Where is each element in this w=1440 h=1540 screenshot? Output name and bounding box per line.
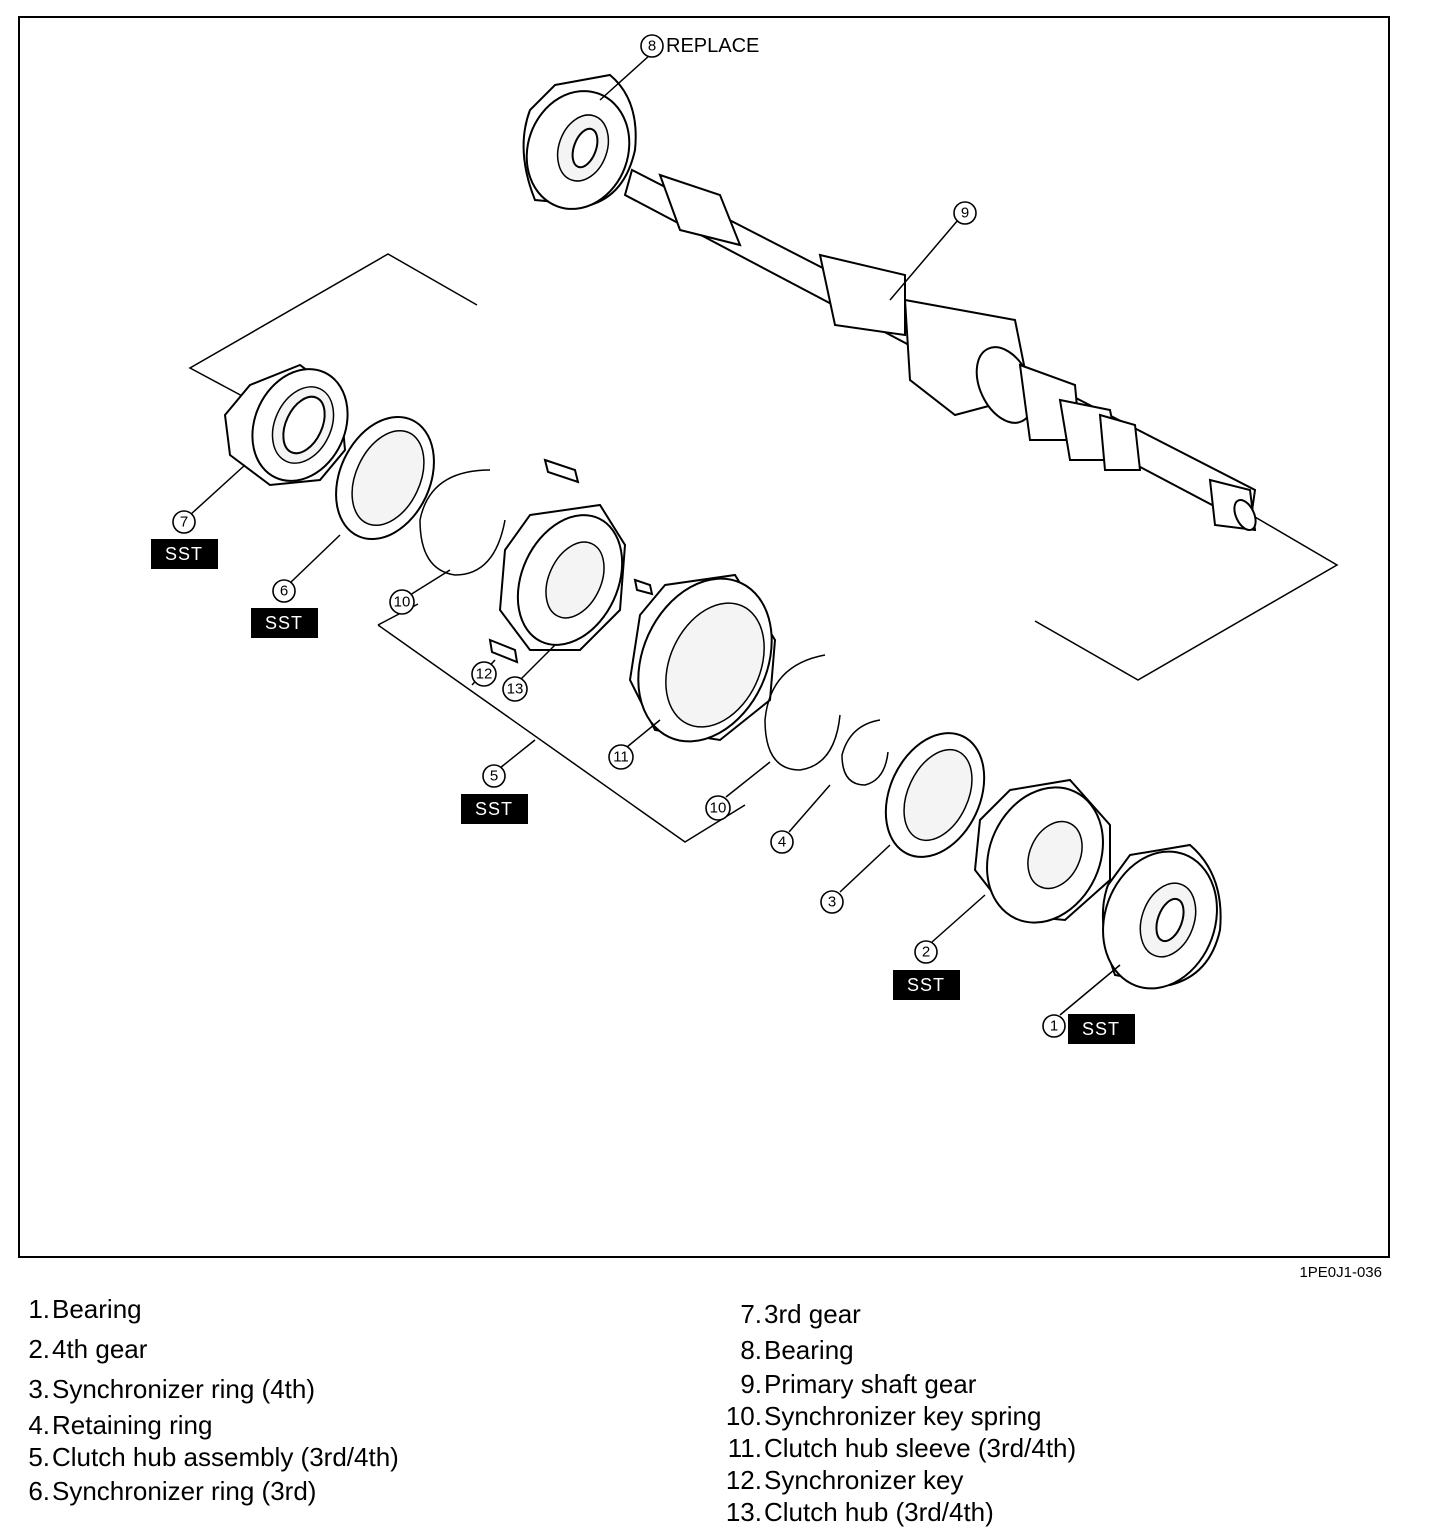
legend-item: 8. Bearing [716, 1337, 1416, 1363]
svg-text:5: 5 [490, 768, 498, 785]
svg-text:10: 10 [394, 594, 411, 611]
legend-item: 2. 4th gear [20, 1336, 680, 1362]
legend-item: 10. Synchronizer key spring [716, 1403, 1416, 1429]
figure-code: 1PE0J1-036 [1299, 1264, 1382, 1281]
sst-badge-6: SST [265, 613, 303, 633]
legend-item: 3. Synchronizer ring (4th) [20, 1376, 680, 1402]
sst-badge-5: SST [475, 799, 513, 819]
callout-3: 3 [820, 890, 844, 914]
legend-label: Clutch hub sleeve (3rd/4th) [764, 1433, 1077, 1463]
clutch-hub-drawing [498, 503, 627, 651]
synchronizer-key-mid [633, 578, 654, 596]
legend-left-column: 1. Bearing 2. 4th gear 3. Synchronizer r… [20, 1296, 680, 1504]
legend-number: 9. [740, 1369, 762, 1399]
third-gear-drawing [223, 363, 349, 487]
callout-10b: 10 [705, 795, 731, 821]
replace-label: REPLACE [666, 35, 759, 57]
legend-item: 11. Clutch hub sleeve (3rd/4th) [716, 1435, 1416, 1461]
legend-number: 2. [28, 1334, 50, 1364]
legend-right-column: 7. 3rd gear 8. Bearing 9. Primary shaft … [716, 1301, 1416, 1525]
legend-number: 4. [28, 1410, 50, 1440]
bracket-line-shaft-end [1034, 516, 1339, 681]
svg-text:7: 7 [180, 514, 188, 531]
legend-label: Primary shaft gear [764, 1369, 977, 1399]
synchronizer-key-spring-lower [764, 654, 841, 771]
legend-item: 4. Retaining ring [20, 1412, 680, 1438]
fourth-gear-drawing [973, 778, 1111, 924]
legend-number: 12. [725, 1465, 762, 1495]
legend-item: 13. Clutch hub (3rd/4th) [716, 1499, 1416, 1525]
bearing-1-drawing [1101, 843, 1222, 990]
bracket-line-3rd-group [188, 253, 478, 399]
callout-13: 13 [502, 676, 528, 702]
legend-label: Bearing [52, 1294, 142, 1324]
legend-label: Clutch hub assembly (3rd/4th) [52, 1442, 399, 1472]
legend-label: Bearing [764, 1335, 854, 1365]
legend-number: 1. [28, 1294, 50, 1324]
clutch-hub-sleeve-drawing [628, 573, 777, 743]
svg-text:1: 1 [1050, 1018, 1058, 1035]
callout-12: 12 [471, 661, 497, 687]
svg-text:6: 6 [280, 583, 288, 600]
svg-text:9: 9 [961, 205, 969, 222]
synchronizer-key-spring-upper [419, 469, 506, 576]
legend-number: 8. [740, 1335, 762, 1365]
legend-label: 3rd gear [764, 1299, 861, 1329]
svg-text:3: 3 [828, 894, 836, 911]
synchronizer-ring-3rd-drawing [335, 415, 435, 541]
legend-label: Synchronizer ring (4th) [52, 1374, 315, 1404]
legend-label: Synchronizer ring (3rd) [52, 1476, 317, 1506]
callout-11: 11 [608, 744, 634, 770]
callout-7: 7 SST [151, 510, 218, 569]
synchronizer-key-top [543, 458, 580, 484]
sst-badge-1: SST [1082, 1019, 1120, 1039]
legend-item: 9. Primary shaft gear [716, 1371, 1416, 1397]
retaining-ring-drawing [841, 719, 889, 786]
callout-6: 6 SST [251, 579, 318, 638]
sst-badge-2: SST [907, 975, 945, 995]
callout-8: 8 REPLACE [640, 34, 759, 58]
synchronizer-ring-4th-drawing [884, 732, 986, 858]
sst-badge-7: SST [165, 544, 203, 564]
exploded-view-diagram: 8 REPLACE 9 7 SST 6 SST 10 12 13 5 SST 1… [18, 16, 1390, 1258]
svg-text:12: 12 [476, 666, 493, 683]
legend-label: Clutch hub (3rd/4th) [764, 1497, 994, 1527]
legend-number: 5. [28, 1442, 50, 1472]
callout-10a: 10 [389, 589, 415, 615]
legend-item: 12. Synchronizer key [716, 1467, 1416, 1493]
svg-text:11: 11 [613, 749, 629, 766]
synchronizer-key-low [488, 638, 519, 664]
legend-label: 4th gear [52, 1334, 148, 1364]
legend-item: 5. Clutch hub assembly (3rd/4th) [20, 1444, 680, 1470]
svg-text:8: 8 [648, 38, 656, 55]
legend-number: 11. [727, 1433, 762, 1463]
legend-item: 1. Bearing [20, 1296, 680, 1322]
callout-1: 1 SST [1042, 1014, 1135, 1044]
legend-item: 6. Synchronizer ring (3rd) [20, 1478, 680, 1504]
svg-text:10: 10 [710, 800, 727, 817]
legend-label: Retaining ring [52, 1410, 213, 1440]
bearing-8-drawing [522, 73, 637, 210]
legend-number: 6. [28, 1476, 50, 1506]
legend-label: Synchronizer key [764, 1465, 964, 1495]
callout-9: 9 [953, 201, 977, 225]
svg-text:2: 2 [922, 944, 930, 961]
callout-4: 4 [770, 830, 794, 854]
svg-text:4: 4 [778, 834, 786, 851]
legend-number: 7. [740, 1299, 762, 1329]
legend-number: 13. [725, 1497, 762, 1527]
callout-5: 5 SST [461, 764, 528, 824]
primary-shaft-drawing [623, 168, 1257, 532]
svg-text:13: 13 [507, 681, 524, 698]
legend-label: Synchronizer key spring [764, 1401, 1042, 1431]
callout-2: 2 SST [893, 940, 960, 1000]
diagram-frame [18, 16, 1390, 1258]
legend-number: 10. [725, 1401, 762, 1431]
leader-lines [189, 54, 1121, 1016]
legend-number: 3. [28, 1374, 50, 1404]
legend-item: 7. 3rd gear [716, 1301, 1416, 1327]
